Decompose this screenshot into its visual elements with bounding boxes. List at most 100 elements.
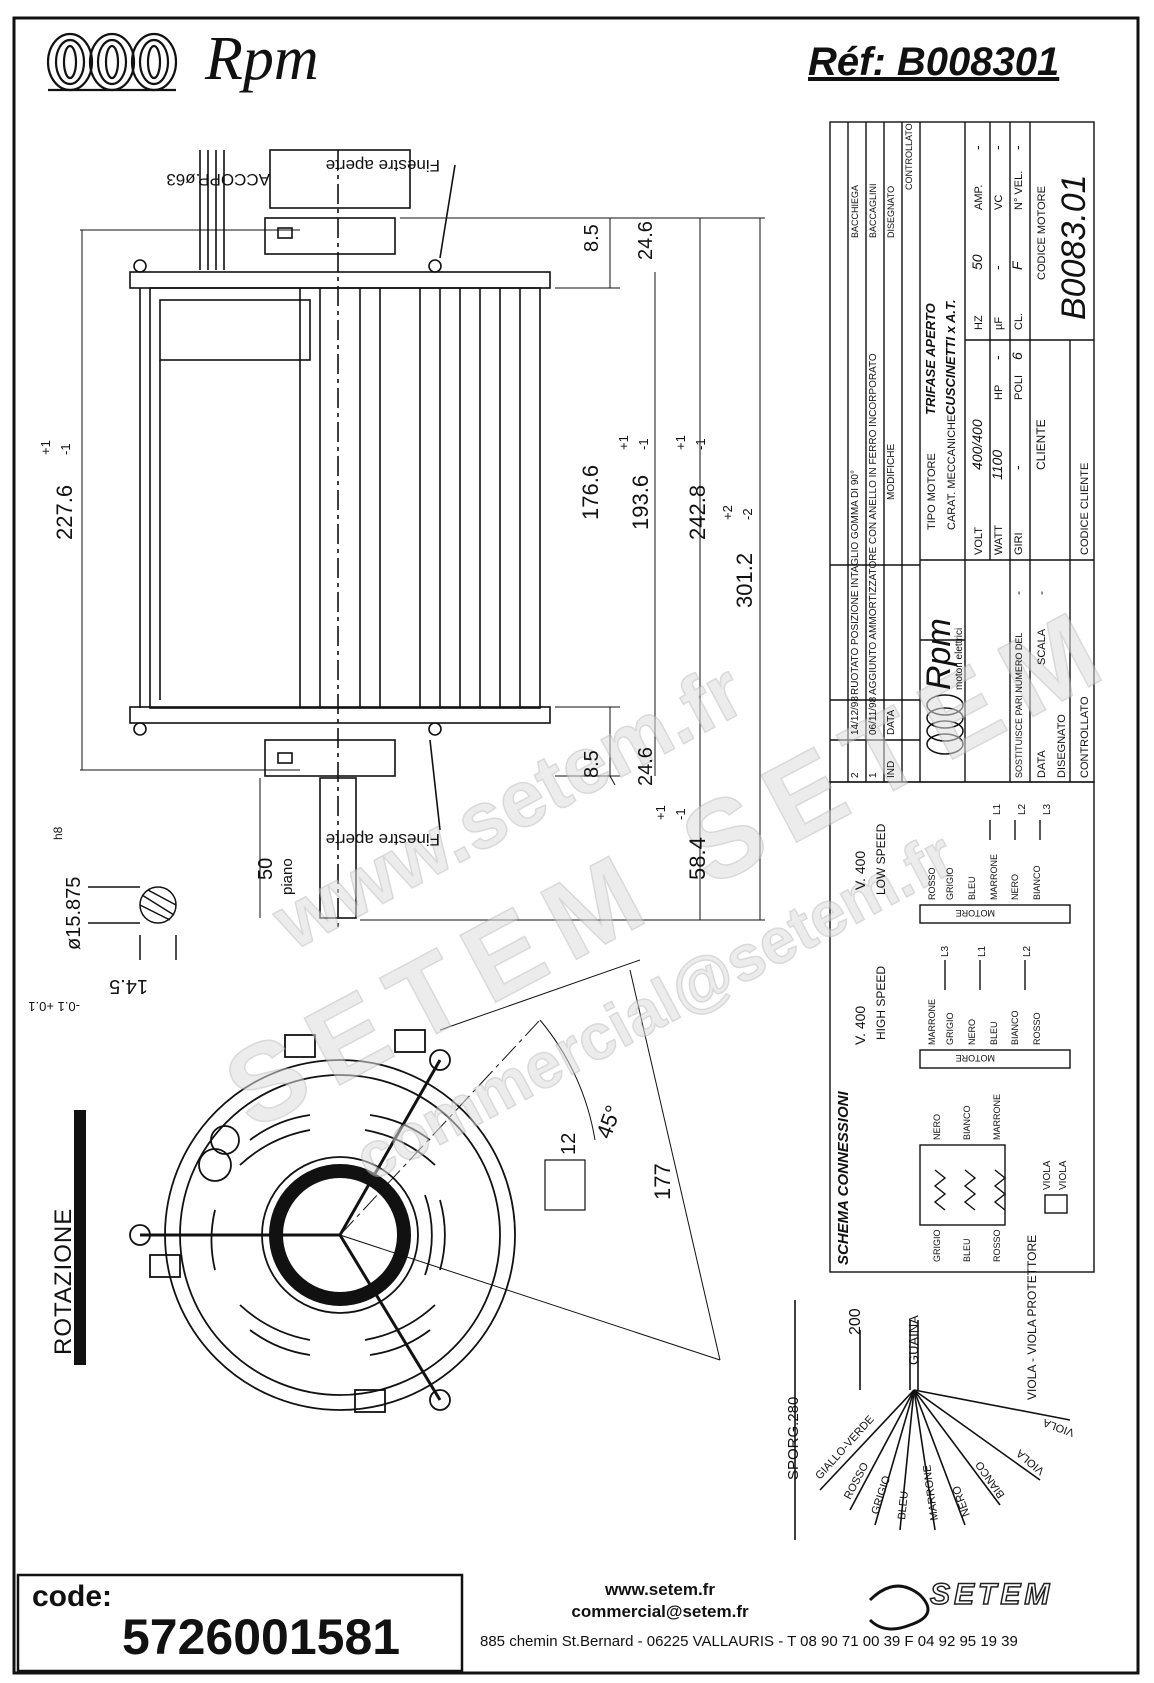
spec-giri-value: - <box>1009 465 1025 470</box>
dim-176: 176.6 <box>578 465 603 520</box>
tb-codice-motore-label: CODICE MOTORE <box>1036 186 1048 280</box>
spec-volt-label: VOLT <box>973 527 985 555</box>
rotation-bar <box>74 1110 86 1365</box>
sheet-frame <box>12 16 1140 1675</box>
spec-poli-label: POLI <box>1013 375 1025 400</box>
cable-wire-7: BIANCO <box>973 1458 1007 1500</box>
shaft-section <box>88 886 177 960</box>
low-speed: LOW SPEED <box>874 823 888 895</box>
rev1-date: 06/11/98 <box>868 696 879 735</box>
spec-giri-label: GIRI <box>1013 532 1025 555</box>
viola-1: VIOLA <box>1042 1160 1053 1190</box>
sig-2: BACCAGLINI <box>868 183 878 238</box>
line-h3: L2 <box>1022 945 1033 957</box>
low-wire-6: BIANCO <box>1032 865 1042 900</box>
tb-scala: SCALA <box>1036 628 1048 665</box>
high-wire-4: BLEU <box>989 1021 999 1045</box>
dim-301-tol-plus: +2 <box>720 505 735 520</box>
spec-vc-value: - <box>989 145 1005 150</box>
line-l1: L1 <box>992 803 1003 815</box>
high-voltage: V. 400 <box>852 1006 868 1045</box>
high-wire-3: NERO <box>967 1019 977 1045</box>
wind-bot-3: ROSSO <box>992 1229 1002 1262</box>
tb-mecc-label: CARAT. MECCANICHE <box>946 415 958 530</box>
tb-company: Rpm <box>920 618 958 690</box>
code-value: 5726001581 <box>122 1609 401 1665</box>
rev-header-ind: IND <box>886 761 897 778</box>
line-l3: L3 <box>1042 803 1053 815</box>
dim-177: 177 <box>650 1163 675 1200</box>
spec-nvel-label: N° VEL. <box>1013 171 1025 210</box>
cable-wire-3: GRIGIO <box>869 1474 893 1516</box>
dim-85-bottom: 8.5 <box>581 750 603 778</box>
cable-fan <box>794 1300 1071 1540</box>
motore-low: MOTORE <box>956 908 995 918</box>
spec-amp-label: AMP. <box>973 185 985 210</box>
brand-logo-text: Rpm <box>205 25 319 93</box>
dim-45: 45° <box>591 1102 626 1142</box>
reference-number: Réf: B008301 <box>808 40 1060 84</box>
dim-227-tol-plus: +1 <box>38 440 53 455</box>
cable-200: 200 <box>847 1308 864 1335</box>
dim-50: 50 <box>255 858 277 880</box>
spec-hz-label: HZ <box>973 315 985 330</box>
rev1-text: AGGIUNTO AMMORTIZZATORE CON ANELLO IN FE… <box>868 353 879 695</box>
wind-top-3: MARRONE <box>992 1094 1002 1140</box>
high-wire-2: GRIGIO <box>945 1012 955 1045</box>
code-label: code: <box>32 1580 113 1613</box>
spec-watt-value: 1100 <box>989 450 1005 480</box>
tb-mecc-value: CUSCINETTI x A.T. <box>943 299 958 415</box>
rpm-coil-small-icon <box>926 694 964 755</box>
spec-uf-label: µF <box>993 317 1005 330</box>
dim-shaft: ø15.875 <box>63 877 85 950</box>
dim-227: 227.6 <box>52 485 77 540</box>
spec-hp-label: HP <box>993 385 1005 400</box>
wind-top-1: NERO <box>932 1114 942 1140</box>
spec-volt-value: 400/400 <box>969 419 985 470</box>
wind-top-2: BIANCO <box>962 1105 972 1140</box>
windows-label-bottom: Finestre aperte <box>326 830 440 849</box>
high-wire-6: ROSSO <box>1032 1012 1042 1045</box>
dim-193: 193.6 <box>628 475 653 530</box>
line-h1: L3 <box>940 945 951 957</box>
cable-sporg: SPORG.280 <box>785 1397 802 1480</box>
cable-wire-4: BLEU <box>896 1490 911 1520</box>
tb-sostituisce-val: - <box>1011 591 1025 595</box>
tb-controllato: CONTROLLATO <box>1079 696 1091 778</box>
rpm-coil-logo-icon <box>46 32 178 92</box>
rev-header-modifiche: MODIFICHE <box>886 444 897 500</box>
low-wire-5: NERO <box>1010 874 1020 900</box>
rev2-text: RUOTATO POSIZIONE INTAGLIO GOMMA DI 90° <box>850 470 861 695</box>
tb-codice-cliente-label: CODICE CLIENTE <box>1079 463 1091 555</box>
dim-242: 242.8 <box>685 485 710 540</box>
rev2-date: 14/12/98 <box>850 696 861 735</box>
footer-website[interactable]: www.setem.fr <box>605 1580 715 1599</box>
spec-amp-value: - <box>969 145 985 150</box>
dimension-lines <box>80 217 765 921</box>
rotation-label: ROTAZIONE <box>48 1165 77 1365</box>
dim-flat-tol: -0.1 +0.1 <box>28 999 80 1014</box>
accessory-label: ACCOPP.ø63 <box>166 170 270 189</box>
motor-side-view <box>129 149 551 930</box>
connection-schema-frame <box>829 781 1095 1273</box>
dim-85-top: 8.5 <box>581 224 603 252</box>
spec-uf-value: - <box>989 265 1005 270</box>
low-wire-1: ROSSO <box>927 867 937 900</box>
dim-227-tol-minus: -1 <box>58 443 73 455</box>
spec-hp-value: - <box>989 355 1005 360</box>
wind-bot-2: BLEU <box>962 1238 972 1262</box>
windows-label-top: Finestre aperte <box>326 156 440 175</box>
sig-1: BACCHIEGA <box>850 185 860 238</box>
setem-logo: SETEM <box>929 1577 1054 1612</box>
high-wire-5: BIANCO <box>1010 1010 1020 1045</box>
dim-301-tol-minus: -2 <box>740 508 755 520</box>
dim-193-tol-minus: -1 <box>636 438 651 450</box>
spec-vc-label: VC <box>993 195 1005 210</box>
dim-242-tol-minus: -1 <box>693 438 708 450</box>
cable-wire-2: ROSSO <box>842 1460 871 1501</box>
tb-disegnato: DISEGNATO <box>1056 714 1068 778</box>
low-voltage: V. 400 <box>852 851 868 890</box>
low-wire-4: MARRONE <box>989 854 999 900</box>
footer-email[interactable]: commercial@setem.fr <box>571 1602 749 1621</box>
